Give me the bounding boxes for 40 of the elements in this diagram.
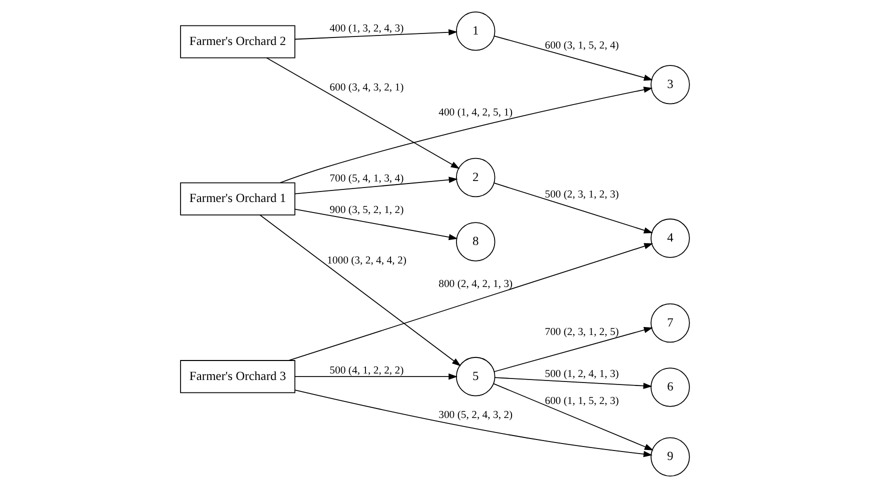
node-circle: 7 [650,303,690,343]
arrow [294,390,652,458]
edge-label: 600 (1, 1, 5, 2, 3) [544,394,619,407]
arrow [280,86,653,184]
arrow [294,176,458,194]
edge-label: 900 (3, 5, 2, 1, 2) [330,204,404,216]
node-circle: 5 [456,356,496,396]
node-circle: 4 [650,218,690,258]
arrow [494,377,652,389]
arrow [294,208,458,240]
arrow [494,182,653,234]
node-box: Farmer's Orchard 2 [180,25,296,58]
edge-label: 1000 (3, 2, 4, 4, 2) [327,254,406,267]
node-circle: 8 [456,222,496,262]
edge-label: 600 (3, 4, 3, 2, 1) [330,82,404,94]
edge-label: 300 (5, 2, 4, 3, 2) [438,409,513,422]
node-circle: 3 [650,65,690,104]
arrow [266,57,460,169]
arrow [260,214,461,366]
edge-label: 800 (2, 4, 2, 1, 3) [438,278,513,290]
edge-label: 500 (1, 2, 4, 1, 3) [544,368,619,380]
edge-label: 500 (2, 3, 1, 2, 3) [544,188,619,201]
node-box: Farmer's Orchard 3 [180,360,296,394]
edge-label: 500 (4, 1, 2, 2, 2) [330,364,404,377]
arrow [288,243,654,361]
node-circle: 1 [456,11,496,51]
edge-label: 700 (2, 3, 1, 2, 5) [544,326,619,338]
edge-label: 600 (3, 1, 5, 2, 4) [544,40,619,52]
node-circle: 2 [456,158,496,198]
edge-label: 700 (5, 4, 1, 3, 4) [330,172,404,185]
arrow [294,29,458,40]
node-circle: 6 [650,368,690,407]
edge-label: 400 (1, 4, 2, 5, 1) [438,106,513,119]
node-circle: 9 [650,437,690,477]
node-box: Farmer's Orchard 1 [180,182,296,216]
edge-label: 400 (1, 3, 2, 4, 3) [330,22,404,35]
arrow [493,383,654,450]
arrow [494,326,653,372]
arrow [494,36,653,81]
arrow [294,373,458,380]
